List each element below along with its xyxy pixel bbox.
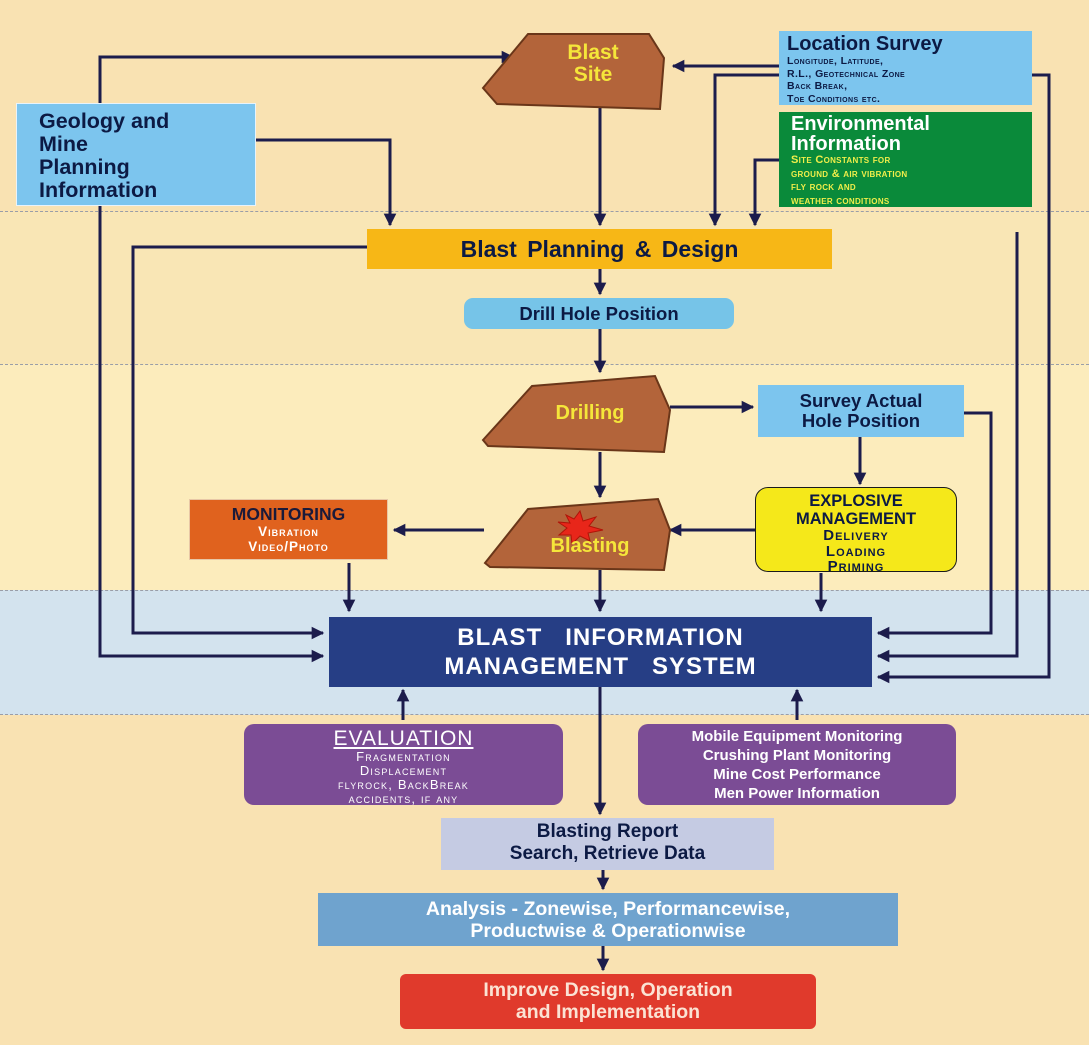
monitoring-box: MONITORING Vibration Video/Photo <box>189 499 388 560</box>
arrow-survey-to-bims <box>876 411 993 640</box>
analysis-line: Productwise & Operationwise <box>470 920 746 942</box>
improve-line: and Implementation <box>515 1001 701 1023</box>
survey-line: Hole Position <box>801 410 921 431</box>
operations-line: Mine Cost Performance <box>713 766 881 783</box>
arrow-location-to-bims <box>876 73 1051 684</box>
explosion-icon <box>557 509 604 546</box>
monitoring-line: Video/Photo <box>248 539 329 554</box>
survey-line: Survey Actual <box>799 390 923 411</box>
explosive-title: EXPLOSIVE <box>809 492 903 510</box>
analysis-box: Analysis - Zonewise, Performancewise, Pr… <box>318 893 898 946</box>
evaluation-box: EVALUATION Fragmentation Displacement fl… <box>244 724 563 806</box>
operations-line: Mobile Equipment Monitoring <box>691 728 903 745</box>
environmental-line: ground & air vibration <box>791 167 908 180</box>
bims-line: MANAGEMENT SYSTEM <box>444 653 757 680</box>
report-line: Search, Retrieve Data <box>509 843 706 864</box>
arrow-planning-to-bims <box>131 245 367 640</box>
arrow-geology-to-blast-site <box>98 50 515 103</box>
evaluation-line: flyrock, BackBreak <box>337 777 470 792</box>
bims-line: BLAST INFORMATION <box>457 624 744 651</box>
arrow-environment-to-bims <box>876 232 1019 663</box>
blast-site-label: Blast Site <box>567 41 619 86</box>
report-line: Blasting Report <box>536 821 679 842</box>
dashed-separator <box>0 364 1089 365</box>
environmental-title: Information <box>791 133 901 155</box>
geology-line: Information <box>39 178 158 202</box>
geology-line: Planning <box>39 155 130 179</box>
operations-line: Men Power Information <box>714 785 880 802</box>
environmental-line: fly rock and <box>791 181 856 193</box>
dashed-separator <box>0 211 1089 212</box>
drilling-label: Drilling <box>555 402 625 424</box>
explosive-line: Priming <box>827 558 885 575</box>
analysis-line: Analysis - Zonewise, Performancewise, <box>425 898 791 920</box>
geology-planning-box: Geology and Mine Planning Information <box>16 103 256 206</box>
arrow-environment-to-planning <box>748 158 779 227</box>
drill-hole-position-box: Drill Hole Position <box>464 298 734 329</box>
arrow-location-to-planning <box>708 73 779 227</box>
arrow-geology-to-planning <box>256 138 397 227</box>
explosive-line: Delivery <box>823 527 889 544</box>
blasting-label: Blasting <box>550 535 630 557</box>
dashed-separator <box>0 714 1089 715</box>
operations-monitoring-box: Mobile Equipment Monitoring Crushing Pla… <box>638 724 956 805</box>
drilling-shape <box>481 374 672 454</box>
location-survey-title: Location Survey <box>787 33 943 55</box>
evaluation-title: EVALUATION <box>333 727 474 750</box>
explosive-title: MANAGEMENT <box>795 510 917 528</box>
environmental-info-box: Environmental Information Site Constants… <box>779 112 1032 207</box>
improve-design-box: Improve Design, Operation and Implementa… <box>400 974 816 1029</box>
blasting-report-box: Blasting Report Search, Retrieve Data <box>441 818 774 870</box>
geology-line: Mine <box>39 132 88 156</box>
evaluation-line: Fragmentation <box>356 749 451 764</box>
blast-information-management-system-box: BLAST INFORMATION MANAGEMENT SYSTEM <box>329 617 872 687</box>
location-survey-line: Longitude, Latitude, <box>787 55 884 67</box>
blast-planning-design-box: Blast Planning & Design <box>367 229 832 269</box>
environmental-line: Site Constants for <box>791 154 891 166</box>
dashed-separator <box>0 590 1089 591</box>
explosive-line: Loading <box>825 542 887 560</box>
location-survey-line: Toe Conditions etc. <box>787 92 881 105</box>
evaluation-line: accidents, if any <box>348 791 459 806</box>
environmental-title: Environmental <box>791 113 930 135</box>
improve-line: Improve Design, Operation <box>483 979 733 1001</box>
environmental-line: weather conditions <box>791 194 890 207</box>
location-survey-box: Location Survey Longitude, Latitude, R.L… <box>779 31 1032 105</box>
operations-line: Crushing Plant Monitoring <box>702 747 892 764</box>
monitoring-line: Vibration <box>258 524 319 539</box>
blast-site-shape <box>481 33 666 111</box>
survey-actual-hole-position-box: Survey Actual Hole Position <box>758 385 964 437</box>
location-survey-line: Back Break, <box>787 80 848 92</box>
monitoring-title: MONITORING <box>231 504 346 524</box>
arrow-geology-to-bims <box>98 206 325 663</box>
location-survey-line: R.L., Geotechnical Zone <box>787 67 906 80</box>
explosive-management-box: EXPLOSIVE MANAGEMENT Delivery Loading Pr… <box>755 487 957 575</box>
geology-line: Geology and <box>39 109 170 133</box>
evaluation-line: Displacement <box>359 763 448 778</box>
